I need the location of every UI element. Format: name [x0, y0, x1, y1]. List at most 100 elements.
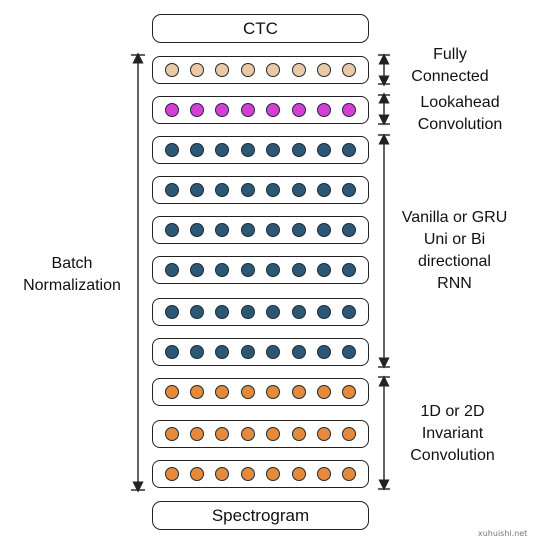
neuron-unit	[240, 345, 255, 359]
layer-row-rnn	[152, 338, 369, 366]
neuron-unit	[316, 183, 331, 197]
neuron-unit	[190, 183, 205, 197]
neuron-unit	[164, 103, 179, 117]
layer-row-conv	[152, 460, 369, 488]
lookahead-convolution-label: Lookahead Convolution	[417, 94, 503, 133]
rnn-label: Vanilla or GRU Uni or Bi directional RNN	[401, 209, 508, 292]
neuron-unit	[291, 63, 306, 77]
neuron-unit	[316, 103, 331, 117]
neuron-unit	[316, 223, 331, 237]
neuron-unit	[342, 263, 357, 277]
neuron-unit	[215, 183, 230, 197]
neuron-unit	[190, 385, 205, 399]
layer-row-conv	[152, 378, 369, 406]
neuron-unit	[342, 305, 357, 319]
neuron-unit	[190, 103, 205, 117]
neuron-unit	[240, 385, 255, 399]
layer-row-conv	[152, 420, 369, 448]
neuron-unit	[316, 385, 331, 399]
neuron-unit	[291, 223, 306, 237]
neuron-unit	[342, 63, 357, 77]
layer-row-rnn	[152, 136, 369, 164]
neuron-unit	[240, 223, 255, 237]
neuron-unit	[342, 345, 357, 359]
watermark: xuhuishi.net	[478, 529, 528, 538]
batch-normalization-label: Batch Normalization	[23, 255, 121, 294]
neuron-unit	[164, 345, 179, 359]
ctc-label: CTC	[243, 18, 278, 38]
neuron-unit	[316, 263, 331, 277]
neuron-unit	[266, 183, 281, 197]
neuron-unit	[266, 305, 281, 319]
layer-row-lookahead	[152, 96, 369, 124]
neuron-unit	[316, 143, 331, 157]
neuron-unit	[215, 345, 230, 359]
neuron-unit	[316, 427, 331, 441]
neuron-unit	[215, 223, 230, 237]
neuron-unit	[190, 143, 205, 157]
neuron-unit	[316, 305, 331, 319]
neuron-unit	[266, 63, 281, 77]
neuron-unit	[316, 345, 331, 359]
neuron-unit	[240, 467, 255, 481]
neuron-unit	[215, 427, 230, 441]
neuron-unit	[190, 223, 205, 237]
neuron-unit	[190, 467, 205, 481]
neuron-unit	[291, 183, 306, 197]
neuron-unit	[291, 345, 306, 359]
neuron-unit	[291, 385, 306, 399]
neuron-unit	[342, 183, 357, 197]
neuron-unit	[342, 427, 357, 441]
layer-row-rnn	[152, 216, 369, 244]
neuron-unit	[266, 467, 281, 481]
neuron-unit	[266, 223, 281, 237]
neuron-unit	[215, 467, 230, 481]
layer-row-rnn	[152, 176, 369, 204]
neuron-unit	[266, 103, 281, 117]
layer-row-rnn	[152, 298, 369, 326]
neuron-unit	[215, 305, 230, 319]
neuron-unit	[164, 143, 179, 157]
layer-row-rnn	[152, 256, 369, 284]
neuron-unit	[240, 305, 255, 319]
neuron-unit	[316, 467, 331, 481]
neuron-unit	[240, 63, 255, 77]
neuron-unit	[190, 63, 205, 77]
neuron-unit	[164, 427, 179, 441]
fully-connected-label: Fully Connected	[411, 46, 489, 85]
spectrogram-label: Spectrogram	[211, 505, 310, 525]
neuron-unit	[164, 63, 179, 77]
neuron-unit	[190, 263, 205, 277]
neuron-unit	[215, 103, 230, 117]
neuron-unit	[164, 467, 179, 481]
neuron-unit	[240, 183, 255, 197]
neuron-unit	[291, 263, 306, 277]
neuron-unit	[342, 103, 357, 117]
neuron-unit	[164, 183, 179, 197]
neuron-unit	[240, 427, 255, 441]
neuron-unit	[316, 63, 331, 77]
neuron-unit	[215, 263, 230, 277]
neuron-unit	[164, 263, 179, 277]
neuron-unit	[291, 467, 306, 481]
neuron-unit	[342, 385, 357, 399]
neuron-unit	[266, 345, 281, 359]
neuron-unit	[342, 223, 357, 237]
neuron-unit	[215, 63, 230, 77]
neuron-unit	[240, 103, 255, 117]
neuron-unit	[164, 305, 179, 319]
neuron-unit	[266, 385, 281, 399]
neuron-unit	[190, 345, 205, 359]
neuron-unit	[291, 103, 306, 117]
neuron-unit	[342, 467, 357, 481]
spectrogram-input-box: Spectrogram	[152, 501, 369, 530]
neuron-unit	[190, 305, 205, 319]
neuron-unit	[240, 143, 255, 157]
invariant-convolution-label: 1D or 2D Invariant Convolution	[410, 403, 495, 464]
neuron-unit	[190, 427, 205, 441]
neuron-unit	[215, 143, 230, 157]
neuron-unit	[215, 385, 230, 399]
neuron-unit	[164, 385, 179, 399]
neuron-unit	[291, 427, 306, 441]
